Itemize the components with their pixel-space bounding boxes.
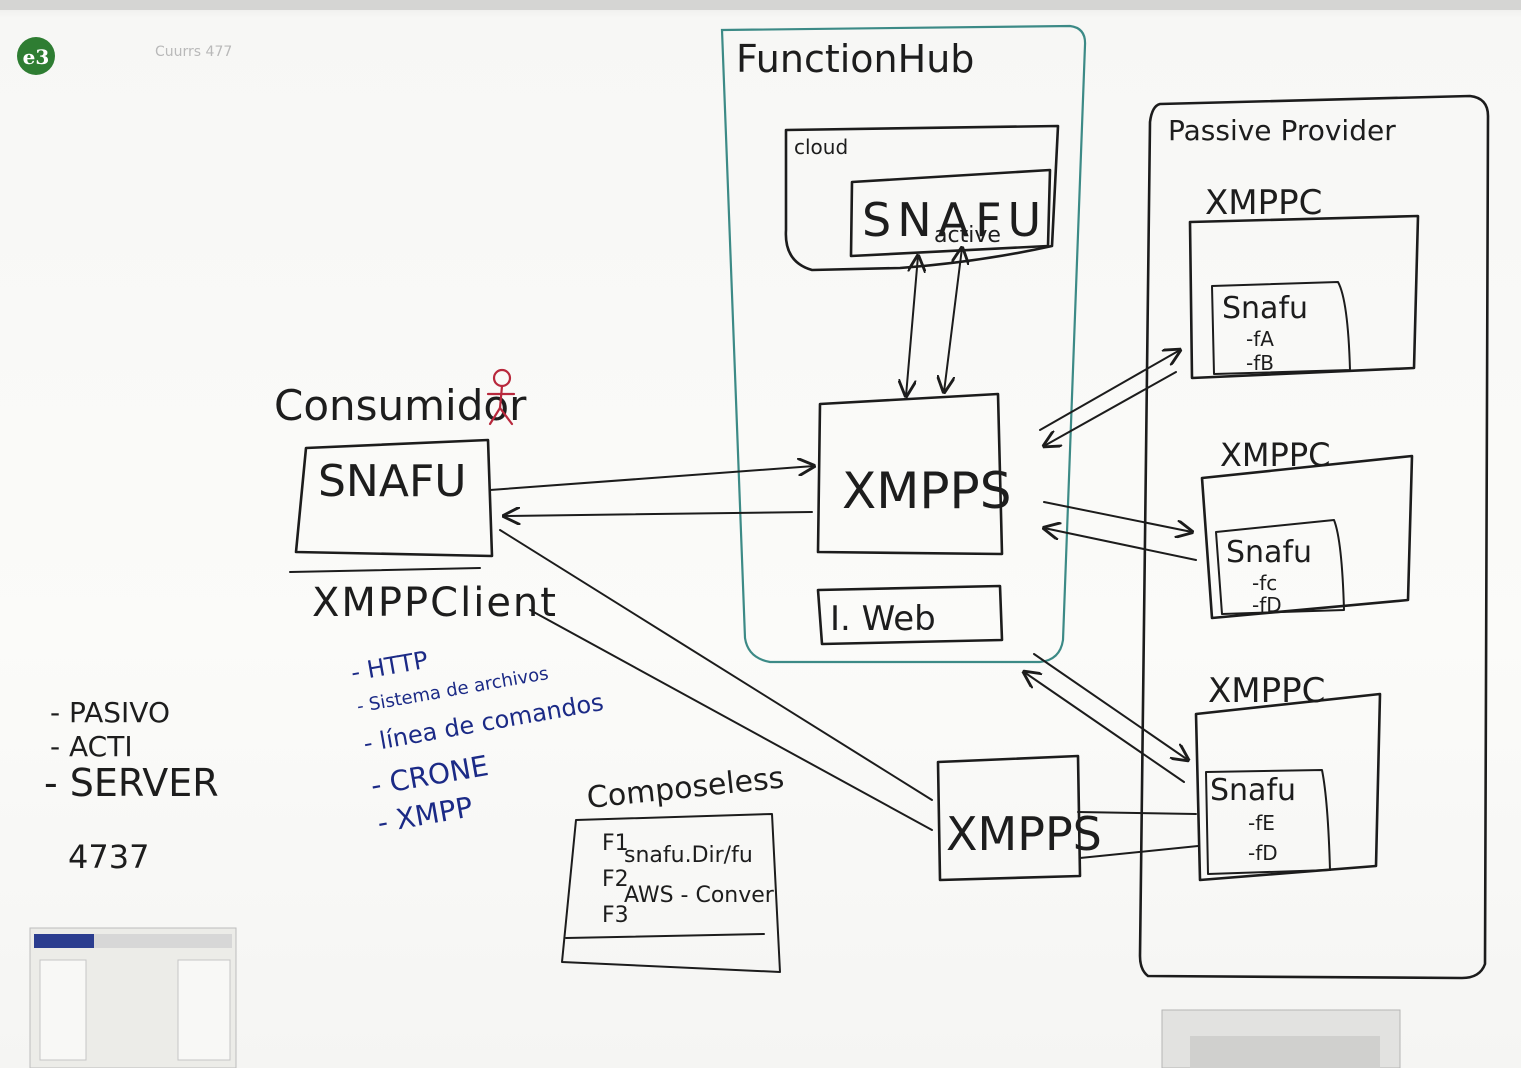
modes-list: - PASIVO - ACTI - SERVER 4737: [44, 696, 219, 876]
consumer-to-xmpps2-line-1: [499, 529, 933, 801]
mode-passive: - PASIVO: [50, 696, 170, 729]
consumer-snafu-label: SNAFU: [318, 456, 466, 507]
device-panel: [1190, 1036, 1380, 1068]
cloud-xmpps-arrow-1: [906, 256, 918, 396]
snafu-active-box: [849, 168, 1052, 258]
code-note: 4737: [68, 838, 149, 876]
client1-to-xmpps-arrow: [1044, 371, 1177, 446]
function-1a: -fA: [1246, 327, 1274, 351]
function-hub: FunctionHub cloud SNAFU active XMPPS I. …: [720, 24, 1087, 664]
xmpps-main-box: [816, 392, 1004, 556]
function-3a: -fE: [1248, 811, 1275, 835]
function-1b: -fB: [1246, 351, 1274, 375]
function-3b: -fD: [1248, 841, 1278, 865]
snafu-label-1: Snafu: [1222, 291, 1308, 326]
xmpp-client-label: XMPPClient: [312, 580, 558, 626]
logo-text: e3: [23, 45, 50, 69]
client3-to-hub-arrow: [1024, 672, 1185, 783]
function-hub-title: FunctionHub: [736, 37, 974, 81]
snafu-box-1: [1211, 281, 1351, 375]
composeless-note-1: snafu.Dir/fu: [624, 843, 753, 868]
snafu-box-3: [1205, 769, 1331, 875]
composeless-f3: F3: [602, 903, 629, 928]
consumer-to-xmpps-arrow: [489, 466, 814, 491]
xmpps-to-consumer-arrow: [504, 512, 813, 516]
user-icon-body: [498, 384, 504, 410]
composeless-title: Composeless: [585, 760, 786, 816]
composeless-f2: F2: [602, 867, 629, 892]
xmppc-box-2: [1200, 454, 1414, 620]
user-icon-leg-left: [488, 406, 502, 426]
faint-corner-text: Cuurrs 477: [155, 44, 232, 60]
cloud-xmpps-arrow-2: [944, 248, 962, 392]
xmppc-box-3: [1194, 692, 1382, 882]
device-bottom-right: [1161, 1009, 1401, 1068]
marker-tray: [29, 927, 237, 1068]
logo-badge: [17, 37, 55, 75]
xmpps-secondary-box: [936, 754, 1082, 882]
xmppc-client-3: XMPPC Snafu -fE -fD: [1194, 671, 1382, 882]
option-http: - HTTP: [349, 646, 430, 687]
consumer-divider: [289, 567, 481, 573]
xmppc-label-3: XMPPC: [1208, 671, 1325, 711]
client2-to-xmpps-arrow: [1044, 528, 1197, 561]
consumer-title: Consumidor: [274, 381, 527, 430]
tray-label-strip-2: [94, 934, 232, 948]
function-hub-boundary: [720, 24, 1087, 664]
xmppc-client-1: XMPPC Snafu -fA -fB: [1188, 183, 1420, 380]
tray-label-strip: [34, 934, 94, 948]
composeless-box: [561, 813, 781, 973]
passive-provider-title: Passive Provider: [1168, 114, 1396, 147]
xmppc-client-2: XMPPC Snafu -fc -fD: [1200, 436, 1414, 620]
composeless: Composeless F1 F2 F3 snafu.Dir/fu AWS - …: [561, 760, 786, 973]
consumer-to-xmpps2-line-2: [529, 609, 933, 831]
xmppc-box-1: [1188, 214, 1420, 380]
snafu-active-label: SNAFU: [862, 193, 1047, 247]
snafu-label-3: Snafu: [1210, 773, 1296, 808]
function-2b: -fD: [1252, 593, 1282, 617]
snafu-label-2: Snafu: [1226, 535, 1312, 570]
user-icon-leg-right: [498, 406, 514, 426]
xmppc-label-2: XMPPC: [1220, 436, 1330, 474]
mode-active: - ACTI: [50, 730, 133, 763]
snafu-active-sublabel: active: [934, 223, 1001, 248]
consumer: Consumidor SNAFU XMPPClient - HTTP - Sis…: [274, 368, 606, 840]
xmpps-to-client2-arrow: [1043, 501, 1192, 532]
composeless-divider: [565, 933, 765, 939]
xmppc-label-1: XMPPC: [1205, 183, 1322, 223]
function-2a: -fc: [1252, 571, 1277, 595]
xmpps-secondary-label: XMPPS: [946, 807, 1102, 861]
logo: e3: [17, 37, 55, 75]
consumer-options: - HTTP - Sistema de archivos - línea de …: [349, 646, 606, 840]
xmpps2-to-client3-line-1: [1077, 811, 1197, 815]
xmpps-main-label: XMPPS: [842, 462, 1011, 520]
web-interface-label: I. Web: [830, 599, 936, 639]
tray-slot-right: [177, 959, 231, 1061]
snafu-box-2: [1215, 519, 1345, 615]
hub-to-client3-arrow: [1033, 653, 1188, 760]
option-crone: - CRONE: [368, 749, 491, 802]
cloud-label: cloud: [794, 135, 848, 159]
passive-provider-boundary: [1138, 94, 1490, 980]
composeless-note-2: AWS - Conver: [624, 883, 775, 908]
user-icon: [486, 368, 516, 426]
xmpps2-to-client3-line-2: [1079, 845, 1199, 859]
passive-provider: Passive Provider XMPPC Snafu -fA -fB XMP…: [1138, 94, 1490, 980]
consumer-snafu-box: [294, 438, 494, 558]
mode-server: - SERVER: [44, 761, 219, 805]
tray-slot-left: [39, 959, 87, 1061]
board-top-edge: [0, 0, 1521, 10]
xmpps-secondary: XMPPS: [936, 754, 1102, 882]
web-interface-box: [816, 584, 1004, 646]
xmpps-to-client1-arrow: [1039, 350, 1180, 431]
composeless-f1: F1: [602, 831, 629, 856]
